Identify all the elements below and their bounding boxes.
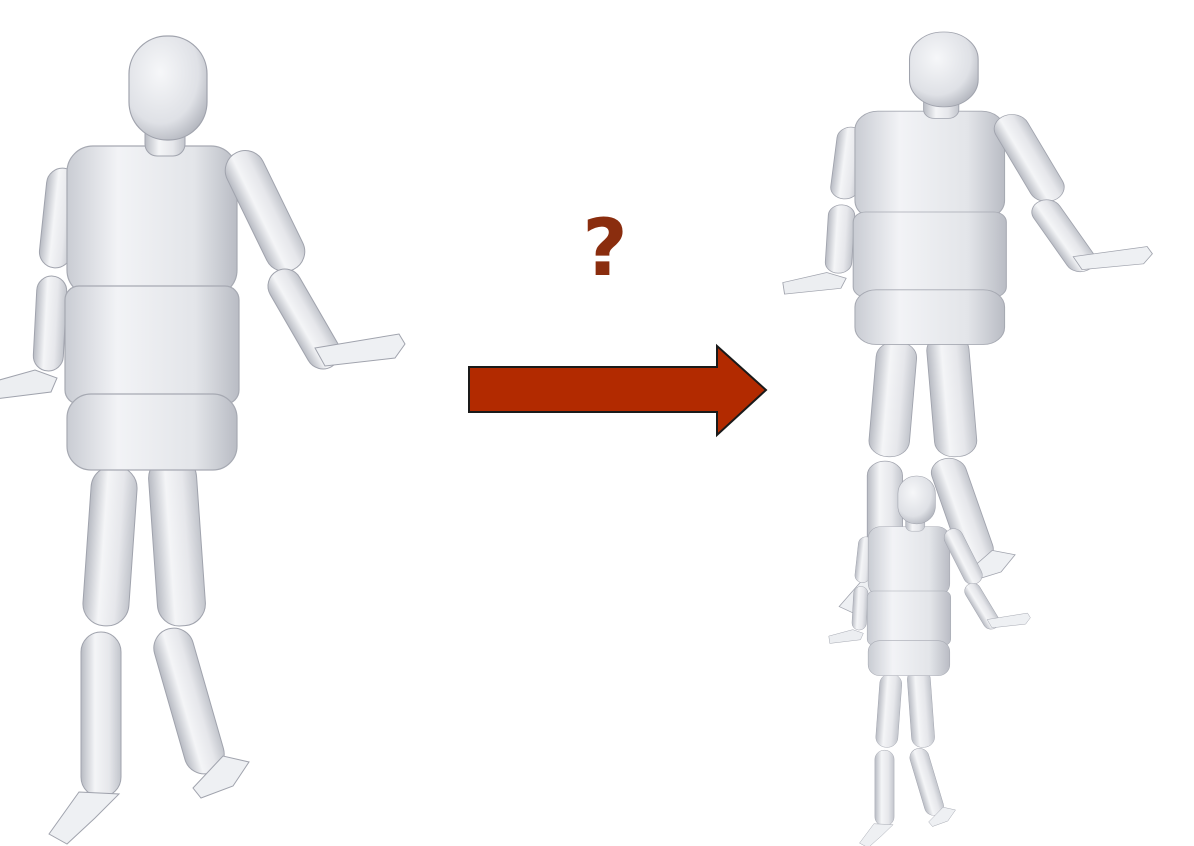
transform-arrow (469, 346, 766, 435)
target-figure-large (783, 32, 1153, 614)
question-mark-label: ? (560, 210, 650, 288)
target-figure-small (829, 476, 1031, 846)
source-figure (0, 36, 405, 844)
